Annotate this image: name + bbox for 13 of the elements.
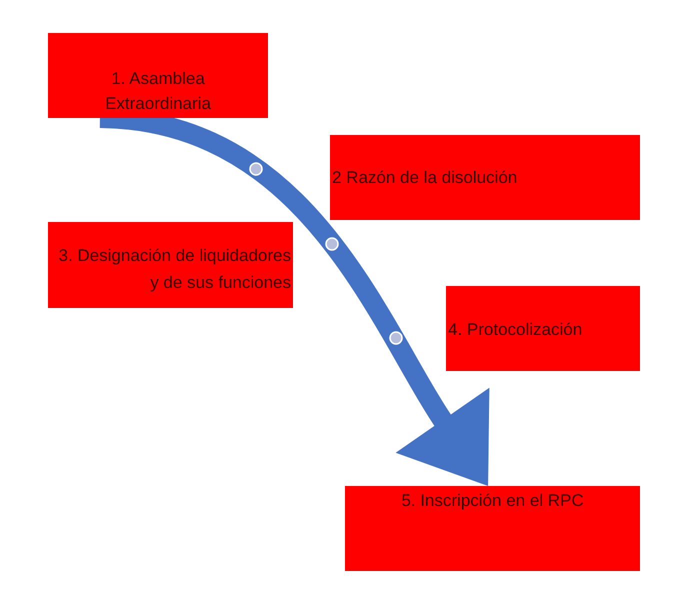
dot-icon — [389, 331, 404, 346]
dot-icon — [248, 162, 263, 176]
step-label: 3. Designación de liquidadores y de sus funciones — [58, 244, 291, 294]
dot-icon — [325, 237, 340, 252]
process-box — [48, 222, 293, 308]
step-label: 4. Protocolización — [448, 318, 582, 340]
process-box — [330, 135, 640, 220]
process-box — [446, 286, 640, 371]
process-box — [345, 486, 640, 571]
process-box — [48, 33, 268, 118]
step-label: 2 Razón de la disolución — [332, 166, 518, 188]
step-label: 1. Asamblea Extraordinaria — [104, 68, 212, 114]
step-label: 5. Inscripción en el RPC — [401, 490, 584, 512]
